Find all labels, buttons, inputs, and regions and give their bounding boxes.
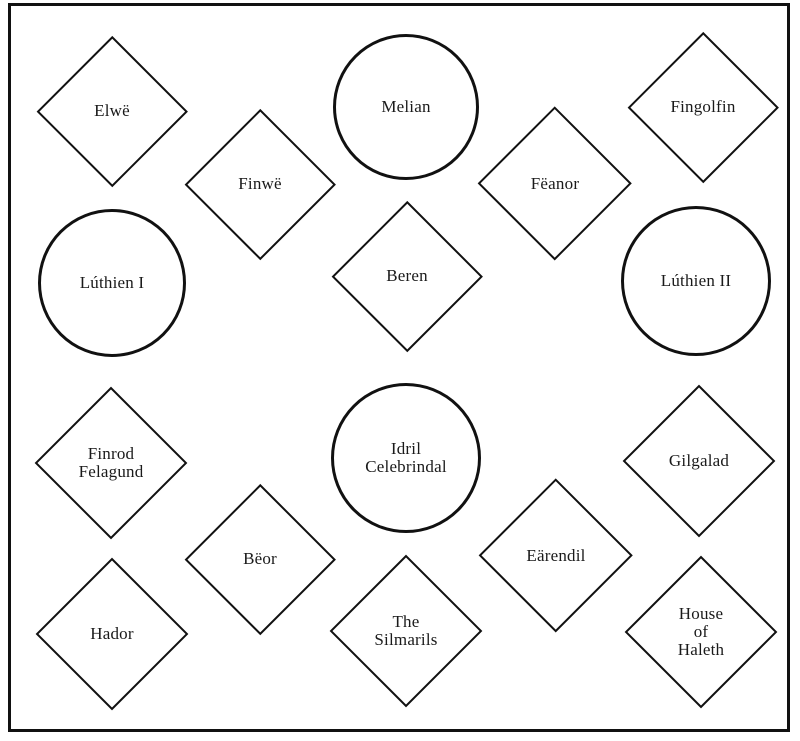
circle-shape (331, 383, 481, 533)
node-finwe: Finwë (184, 108, 336, 260)
diagram-frame: Elwë Finwë Melian Fëanor Fingolfin Lúthi… (8, 3, 790, 732)
node-label: Lúthien II (660, 271, 732, 290)
node-elwe: Elwë (36, 35, 188, 187)
node-earendil: Eärendil (478, 478, 634, 634)
node-label: Beren (386, 266, 428, 285)
node-luthien-i: Lúthien I (38, 209, 186, 357)
node-hador: Hador (35, 557, 189, 711)
node-label: Hador (90, 624, 134, 643)
node-feanor: Fëanor (477, 106, 633, 262)
node-label: Fingolfin (670, 97, 736, 116)
node-finrod-felagund: Finrod Felagund (34, 386, 188, 540)
node-label: Idril Celebrindal (365, 439, 447, 476)
node-gilgalad: Gilgalad (622, 384, 776, 538)
node-label: Elwë (94, 101, 130, 120)
circle-shape (333, 34, 479, 180)
node-melian: Melian (333, 34, 479, 180)
node-beor: Bëor (184, 483, 336, 635)
node-house-of-haleth: House of Haleth (624, 555, 778, 709)
node-label: Lúthien I (79, 273, 145, 292)
node-label: Finwë (238, 174, 282, 193)
node-idril-celebrindal: Idril Celebrindal (331, 383, 481, 533)
node-label: Finrod Felagund (78, 444, 144, 481)
circle-shape (621, 206, 771, 356)
node-label: House of Haleth (677, 604, 725, 659)
node-label: The Silmarils (374, 612, 438, 649)
circle-shape (38, 209, 186, 357)
node-label: Bëor (243, 549, 277, 568)
node-label: Melian (381, 97, 431, 116)
node-label: Gilgalad (668, 451, 730, 470)
node-label: Fëanor (530, 174, 580, 193)
node-beren: Beren (331, 200, 483, 352)
node-luthien-ii: Lúthien II (621, 206, 771, 356)
node-the-silmarils: The Silmarils (329, 554, 483, 708)
node-label: Eärendil (526, 546, 586, 565)
node-fingolfin: Fingolfin (627, 31, 779, 183)
